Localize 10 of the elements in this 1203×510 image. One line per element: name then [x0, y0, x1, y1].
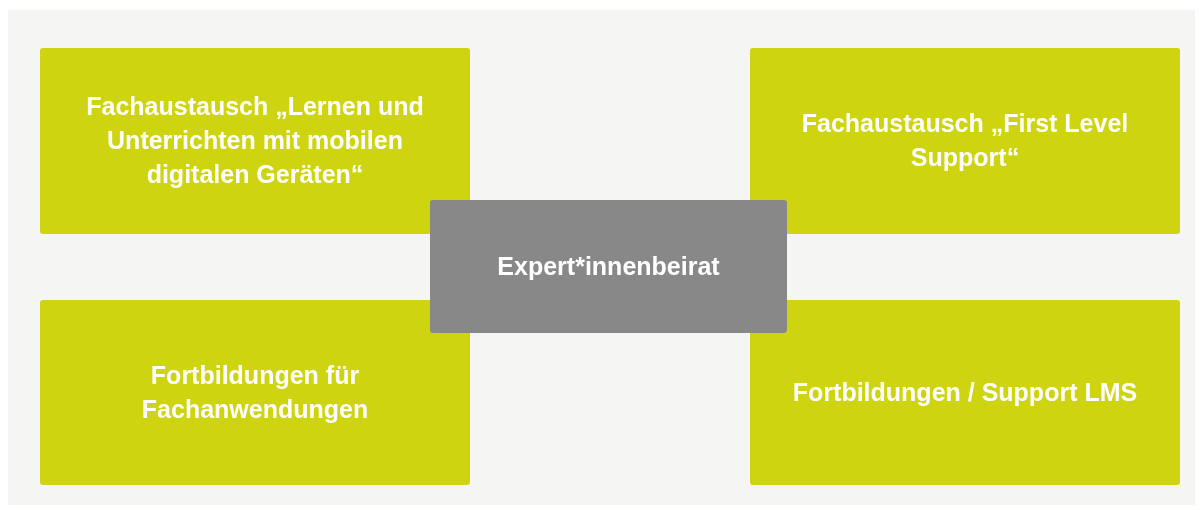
box-label: Fortbildungen / Support LMS: [792, 376, 1138, 408]
text-box: [750, 48, 1180, 234]
box-label: Fachaustausch „Lernen und Unterrichten mit mobilen digitalen Geräten“: [85, 91, 425, 190]
text-box: [40, 48, 470, 234]
box-label: Fachaustausch „First Level Support“: [800, 108, 1130, 173]
text-box: [430, 200, 787, 333]
box-label: Fortbildungen für Fachanwendungen: [140, 359, 370, 425]
text-box: [40, 300, 470, 485]
box-label: Expert*innenbeirat: [497, 250, 720, 282]
text-box: [750, 300, 1180, 485]
